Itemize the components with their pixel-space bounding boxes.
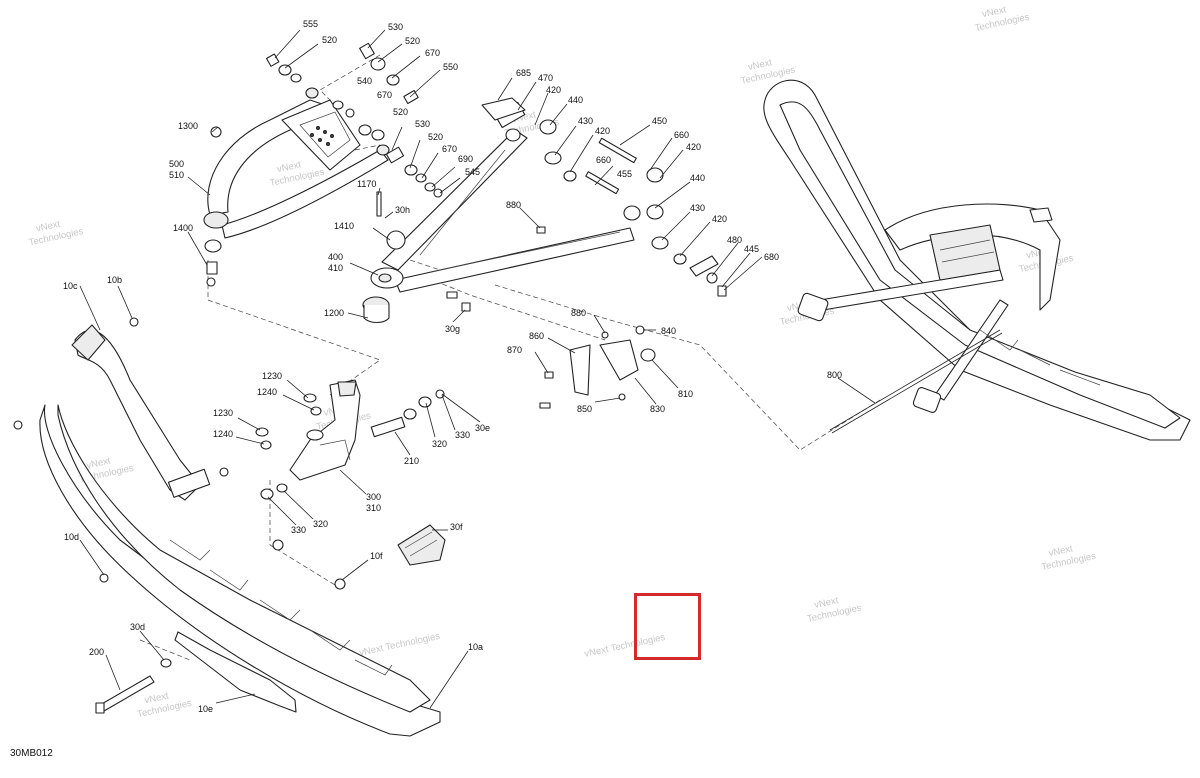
diagram-code: 30MB012	[10, 748, 53, 759]
callout-880[interactable]: 880	[506, 200, 521, 210]
callout-320[interactable]: 320	[313, 519, 328, 529]
callout-1410[interactable]: 1410	[334, 221, 354, 231]
callout-445[interactable]: 445	[744, 244, 759, 254]
callout-1240[interactable]: 1240	[257, 387, 277, 397]
watermark-text: vNext	[35, 219, 61, 235]
callout-1170[interactable]: 1170	[357, 179, 376, 189]
callout-500[interactable]: 500	[169, 159, 184, 169]
callout-520[interactable]: 520	[428, 132, 443, 142]
watermark-text: vNext	[813, 595, 839, 611]
callout-550[interactable]: 550	[443, 62, 458, 72]
callout-10d[interactable]: 10d	[64, 532, 79, 542]
callout-440[interactable]: 440	[568, 95, 583, 105]
callout-10c[interactable]: 10c	[63, 281, 78, 291]
callout-545[interactable]: 545	[465, 167, 480, 177]
callout-840[interactable]: 840	[661, 326, 676, 336]
watermark-text: vNext Technologies	[358, 631, 441, 659]
callout-1230[interactable]: 1230	[213, 408, 233, 418]
callout-660[interactable]: 660	[674, 130, 689, 140]
callout-420[interactable]: 420	[546, 85, 561, 95]
callout-10e[interactable]: 10e	[198, 704, 213, 714]
ski-pad	[397, 524, 446, 566]
callout-670[interactable]: 670	[442, 144, 457, 154]
callout-520[interactable]: 520	[322, 35, 337, 45]
callout-530[interactable]: 530	[388, 22, 403, 32]
callout-30g[interactable]: 30g	[445, 324, 460, 334]
callout-480[interactable]: 480	[727, 235, 742, 245]
highlight-box[interactable]	[634, 593, 701, 660]
callout-30h[interactable]: 30h	[395, 205, 410, 215]
assembled-ski	[763, 79, 1191, 441]
callout-200[interactable]: 200	[89, 647, 104, 657]
ski-runner	[95, 631, 297, 714]
callout-330[interactable]: 330	[291, 525, 306, 535]
steering-parts	[539, 325, 656, 409]
callout-670[interactable]: 670	[377, 90, 392, 100]
upper-arm-hardware	[204, 42, 443, 287]
watermark-text: vNext	[276, 159, 302, 175]
callout-660[interactable]: 660	[596, 155, 611, 165]
callout-540[interactable]: 540	[357, 76, 372, 86]
spindle-bracket	[255, 379, 445, 500]
callout-680[interactable]: 680	[764, 252, 779, 262]
callout-870[interactable]: 870	[507, 345, 522, 355]
callout-310[interactable]: 310	[366, 503, 381, 513]
callout-30e[interactable]: 30e	[475, 423, 490, 433]
callout-labels: 555 520 530 520 670 540 550 670 520 1300…	[63, 19, 842, 714]
callout-1300[interactable]: 1300	[178, 121, 198, 131]
callout-810[interactable]: 810	[678, 389, 693, 399]
callout-450[interactable]: 450	[652, 116, 667, 126]
watermark-text: vNext	[981, 4, 1007, 20]
callout-300[interactable]: 300	[366, 492, 381, 502]
callout-520[interactable]: 520	[405, 36, 420, 46]
callout-420[interactable]: 420	[595, 126, 610, 136]
callout-880[interactable]: 880	[571, 308, 586, 318]
callout-510[interactable]: 510	[169, 170, 184, 180]
lower-a-arm	[362, 97, 727, 324]
leader-lines	[79, 29, 876, 709]
left-ski	[13, 317, 441, 737]
upper-a-arm	[203, 87, 390, 239]
callout-1230[interactable]: 1230	[262, 371, 282, 381]
callout-420[interactable]: 420	[712, 214, 727, 224]
callout-430[interactable]: 430	[578, 116, 593, 126]
callout-30f[interactable]: 30f	[450, 522, 463, 532]
callout-440[interactable]: 440	[690, 173, 705, 183]
watermark-text: vNext	[747, 57, 773, 73]
callout-670[interactable]: 670	[425, 48, 440, 58]
callout-320[interactable]: 320	[432, 439, 447, 449]
callout-330[interactable]: 330	[455, 430, 470, 440]
callout-430[interactable]: 430	[690, 203, 705, 213]
callout-10f[interactable]: 10f	[370, 551, 383, 561]
callout-830[interactable]: 830	[650, 404, 665, 414]
callout-860[interactable]: 860	[529, 331, 544, 341]
callout-210[interactable]: 210	[404, 456, 419, 466]
callout-850[interactable]: 850	[577, 404, 592, 414]
callout-10b[interactable]: 10b	[107, 275, 122, 285]
callout-10a[interactable]: 10a	[468, 642, 483, 652]
callout-30d[interactable]: 30d	[130, 622, 145, 632]
callout-1200[interactable]: 1200	[324, 308, 344, 318]
callout-685[interactable]: 685	[516, 68, 531, 78]
callout-410[interactable]: 410	[328, 263, 343, 273]
callout-520[interactable]: 520	[393, 107, 408, 117]
callout-1400[interactable]: 1400	[173, 223, 193, 233]
callout-470[interactable]: 470	[538, 73, 553, 83]
watermark-text: vNext	[144, 690, 170, 706]
callout-555[interactable]: 555	[303, 19, 318, 29]
callout-400[interactable]: 400	[328, 252, 343, 262]
callout-420[interactable]: 420	[686, 142, 701, 152]
watermark-text: vNext	[1048, 543, 1074, 559]
callout-800[interactable]: 800	[827, 370, 842, 380]
callout-530[interactable]: 530	[415, 119, 430, 129]
callout-455[interactable]: 455	[617, 169, 632, 179]
callout-1240[interactable]: 1240	[213, 429, 233, 439]
callout-690[interactable]: 690	[458, 154, 473, 164]
watermark-text: vNext	[85, 455, 111, 471]
